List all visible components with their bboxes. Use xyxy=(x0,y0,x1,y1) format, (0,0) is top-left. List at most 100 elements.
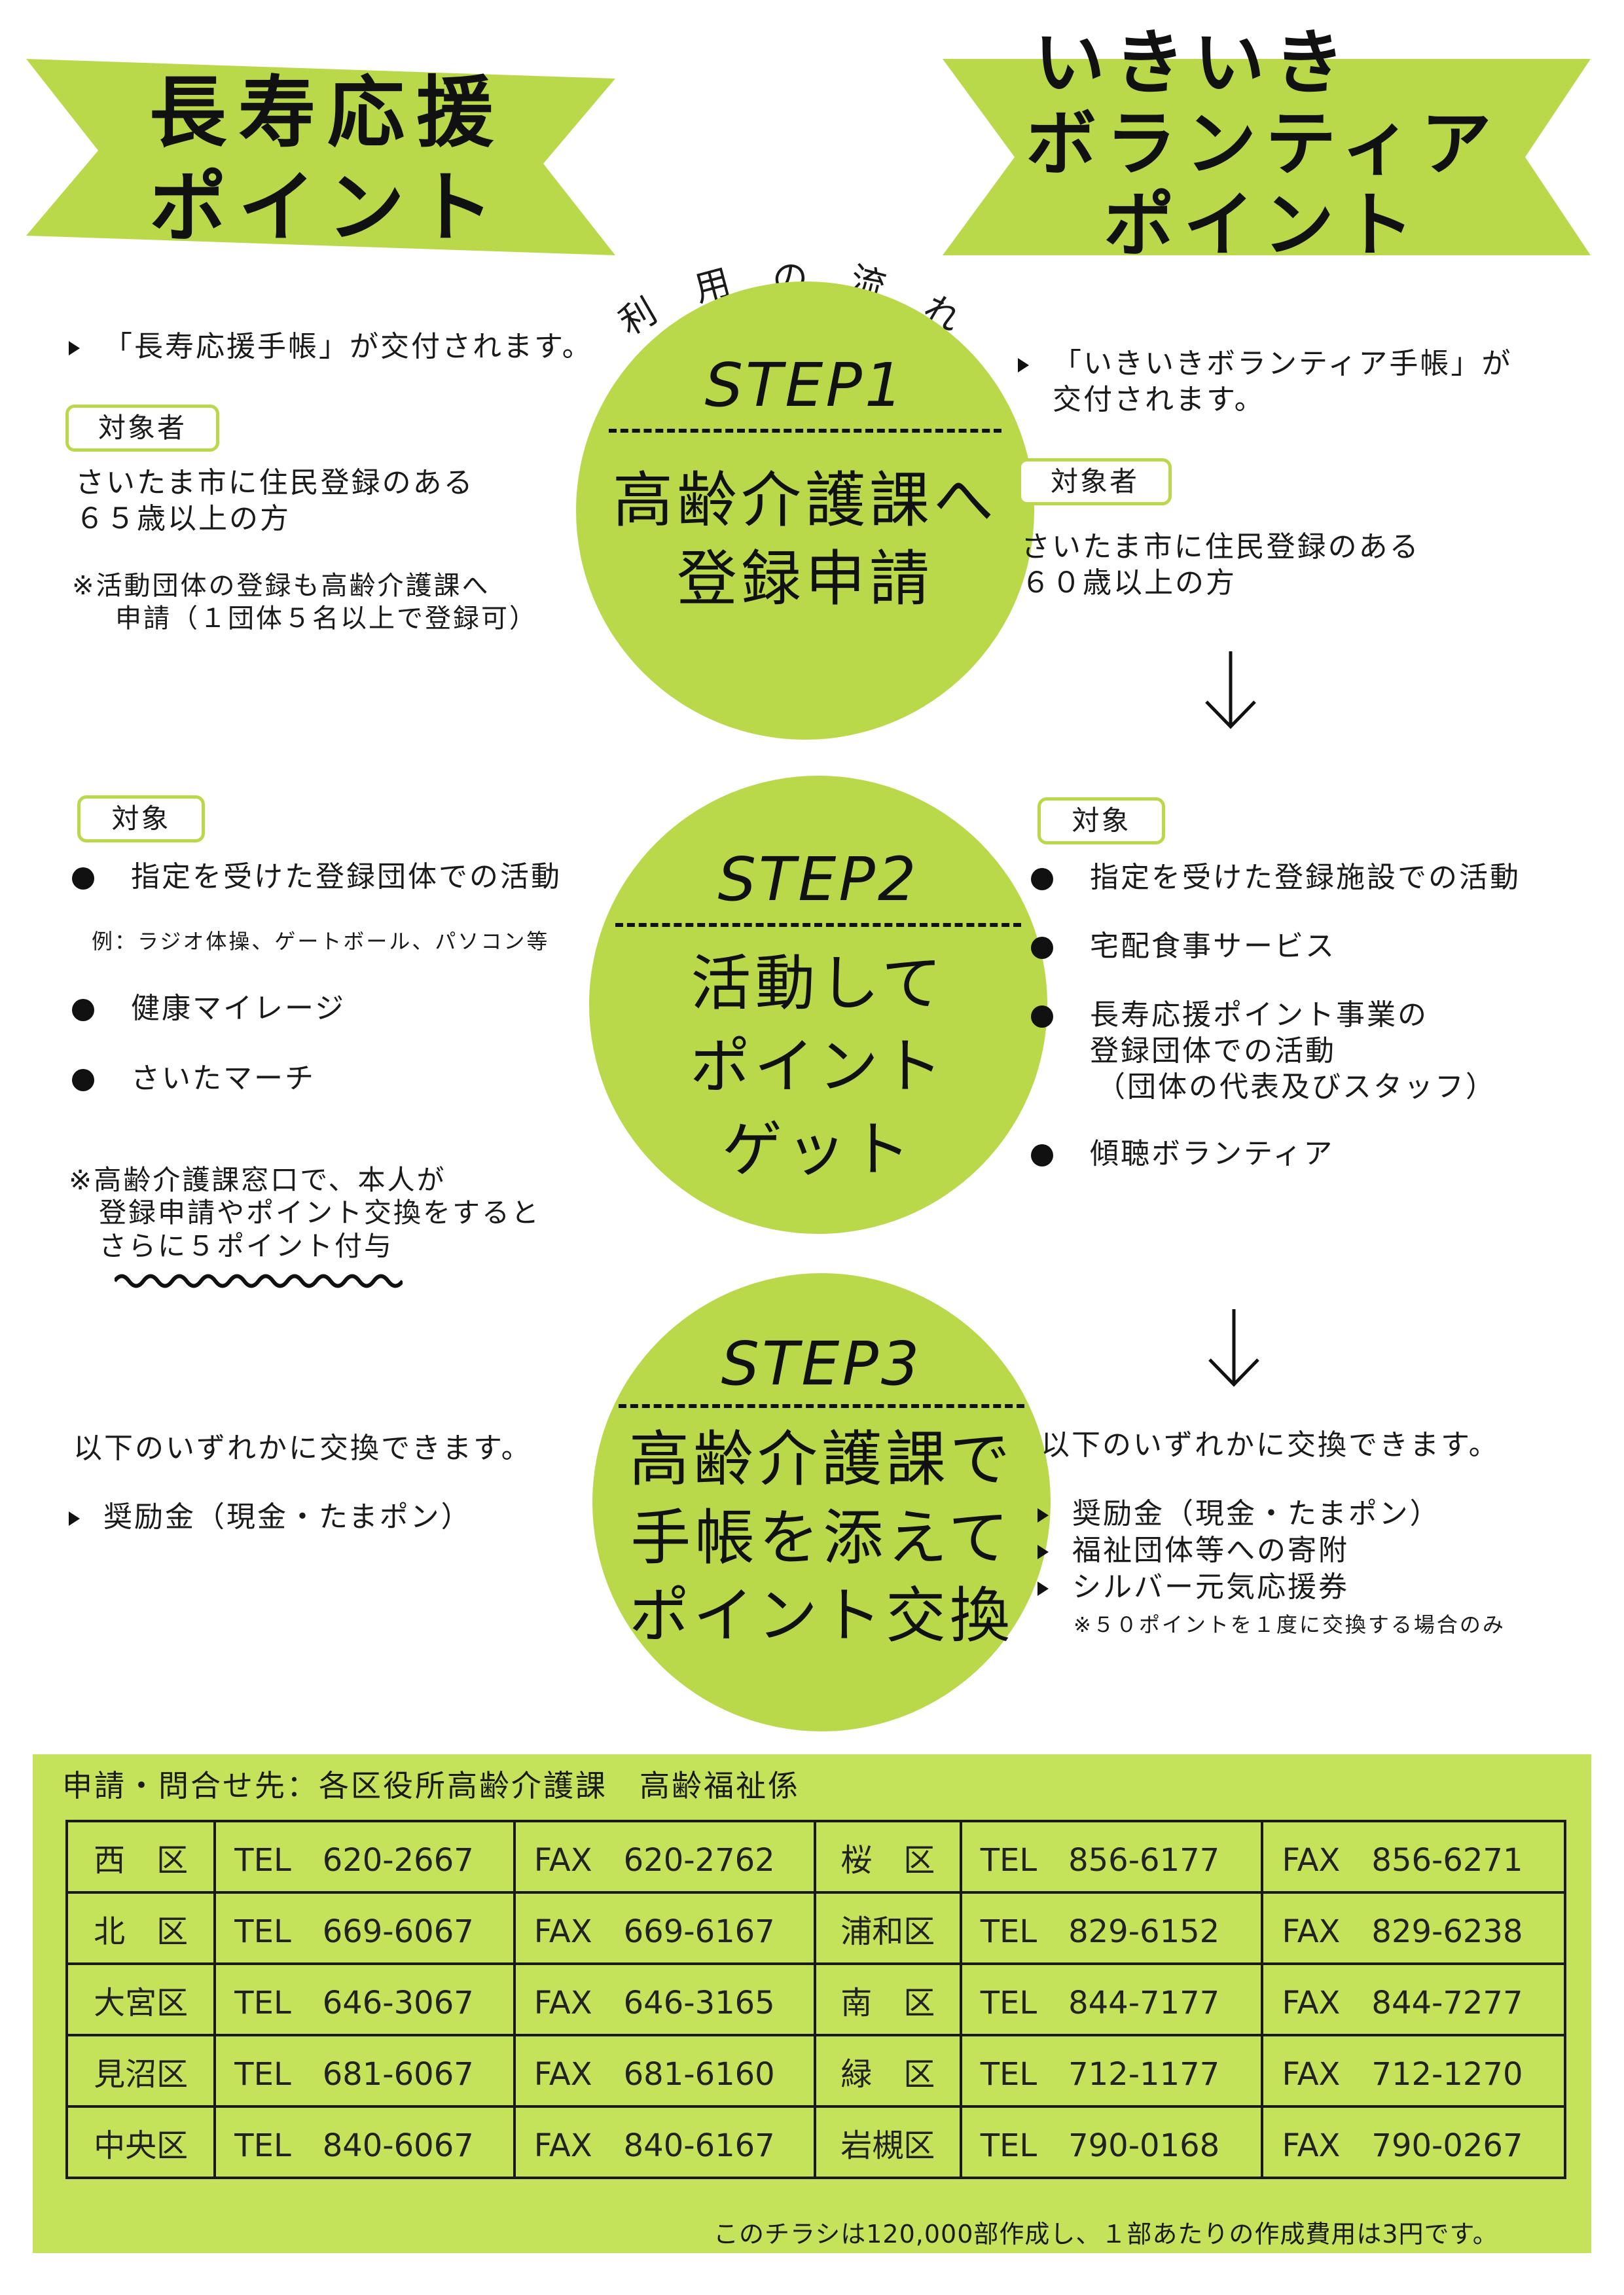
step3-right-item1-text: 奨励金（現金・たまポン） xyxy=(1072,1497,1441,1530)
triangle-bullet-icon xyxy=(69,1511,80,1526)
tel-number: TEL 844-7177 xyxy=(959,1962,1264,2036)
step3-line1: 高齢介護課で xyxy=(628,1424,1014,1494)
ward-name: 北 区 xyxy=(65,1891,217,1965)
triangle-bullet-icon xyxy=(1038,1544,1049,1559)
step2-right-item1-text: 指定を受けた登録施設での活動 xyxy=(1090,861,1521,894)
triangle-bullet-icon xyxy=(1018,358,1029,372)
step3-right-item2: 福祉団体等への寄附 xyxy=(1038,1532,1441,1569)
ward-name: 見沼区 xyxy=(65,2034,217,2108)
ward-name: 浦和区 xyxy=(813,1891,962,1965)
step3-label: STEP3 xyxy=(721,1329,922,1399)
banner-right-line2: ボランティア xyxy=(1026,103,1501,185)
tel-number: TEL 669-6067 xyxy=(213,1891,516,1965)
banner-left-line1: 長寿応援 xyxy=(149,67,505,158)
step1-right-notebook: 「いきいきボランティア手帳」が 交付されます。 xyxy=(1018,346,1512,418)
step2-line1: 活動して xyxy=(691,949,946,1019)
tel-number: TEL 790-0168 xyxy=(959,2105,1264,2179)
step2-text: 活動して ポイント ゲット xyxy=(589,943,1047,1192)
step3-right-note: ※５０ポイントを１度に交換する場合のみ xyxy=(1074,1612,1506,1637)
step2-right-item1: 指定を受けた登録施設での活動 xyxy=(1031,859,1521,895)
step2-line2: ポイント xyxy=(689,1031,947,1102)
fax-number: FAX 840-6167 xyxy=(513,2105,816,2179)
step2-right-item3-1: 長寿応援ポイント事業の xyxy=(1090,998,1428,1032)
fax-number: FAX 712-1270 xyxy=(1261,2034,1566,2108)
fax-number: FAX 620-2762 xyxy=(513,1820,816,1894)
wavy-underline xyxy=(115,1274,403,1288)
step3-right-item1: 奨励金（現金・たまポン） xyxy=(1038,1496,1441,1532)
tel-number: TEL 856-6177 xyxy=(959,1820,1264,1894)
banner-left-title: 長寿応援 ポイント xyxy=(98,65,556,255)
triangle-bullet-icon xyxy=(69,341,80,355)
step2-left-tag: 対象 xyxy=(77,795,205,842)
step2-left-note-2: 登録申請やポイント交換をすると xyxy=(99,1197,541,1229)
step3-divider xyxy=(619,1404,1024,1408)
step3-circle: STEP3 高齢介護課で 手帳を添えて ポイント交換 xyxy=(592,1273,1051,1731)
fax-number: FAX 646-3165 xyxy=(513,1962,816,2036)
step1-circle: STEP1 高齢介護課へ 登録申請 xyxy=(576,281,1034,740)
step2-left-note-1: ※高齢介護課窓口で、本人が xyxy=(69,1164,446,1196)
step2-right-item3-3: （団体の代表及びスタッフ） xyxy=(1096,1070,1496,1104)
triangle-bullet-icon xyxy=(1038,1508,1049,1523)
bullet-dot-icon xyxy=(72,867,94,890)
step1-left-notebook-text: 「長寿応援手帳」が交付されます。 xyxy=(103,330,593,363)
step1-left-note-2: 申請（１団体５名以上で登録可） xyxy=(115,604,537,634)
step1-left-tag: 対象者 xyxy=(65,405,219,452)
step3-right-list: 奨励金（現金・たまポン） 福祉団体等への寄附 シルバー元気応援券 xyxy=(1038,1496,1441,1606)
ward-name: 大宮区 xyxy=(65,1962,217,2036)
step1-left-eligible-2: ６５歳以上の方 xyxy=(75,502,291,535)
step1-right-eligible-2: ６０歳以上の方 xyxy=(1021,566,1236,600)
step2-divider xyxy=(615,923,1021,927)
step1-right-notebook-2: 交付されます。 xyxy=(1053,383,1265,416)
banner-right-line3: ポイント xyxy=(1103,185,1423,266)
step2-circle: STEP2 活動して ポイント ゲット xyxy=(589,776,1047,1234)
tel-number: TEL 829-6152 xyxy=(959,1891,1264,1965)
arrow-down-icon xyxy=(1205,651,1256,729)
tel-number: TEL 840-6067 xyxy=(213,2105,516,2179)
bullet-dot-icon xyxy=(1031,1144,1053,1166)
step3-left-item1-text: 奨励金（現金・たまポン） xyxy=(103,1500,472,1534)
step1-left-eligible-1: さいたま市に住民登録のある xyxy=(75,466,475,499)
step1-right-eligible-1: さいたま市に住民登録のある xyxy=(1021,530,1420,564)
banner-right-title: いきいき ボランティア ポイント xyxy=(995,23,1532,266)
tel-number: TEL 646-3067 xyxy=(213,1962,516,2036)
step1-divider xyxy=(609,429,1001,433)
step3-right-item2-text: 福祉団体等への寄附 xyxy=(1072,1533,1349,1567)
step2-left-item2: 健康マイレージ xyxy=(72,990,346,1026)
fax-number: FAX 681-6160 xyxy=(513,2034,816,2108)
ward-name: 中央区 xyxy=(65,2105,217,2179)
step2-right-item2-text: 宅配食事サービス xyxy=(1090,930,1336,963)
step1-right-eligible: さいたま市に住民登録のある ６０歳以上の方 xyxy=(1021,529,1420,601)
step3-line2: 手帳を添えて xyxy=(630,1502,1013,1573)
bullet-dot-icon xyxy=(1031,1005,1053,1028)
step1-text: 高齢介護課へ 登録申請 xyxy=(576,461,1034,618)
banner-left-line2: ポイント xyxy=(149,162,505,253)
step1-left-notebook: 「長寿応援手帳」が交付されます。 xyxy=(69,329,593,365)
ward-name: 南 区 xyxy=(813,1962,962,2036)
step2-left-item1: 指定を受けた登録団体での活動 xyxy=(72,859,562,895)
step2-left-item2-text: 健康マイレージ xyxy=(131,992,346,1025)
bullet-dot-icon xyxy=(72,999,94,1021)
bullet-dot-icon xyxy=(1031,937,1053,959)
tel-number: TEL 712-1177 xyxy=(959,2034,1264,2108)
tel-number: TEL 620-2667 xyxy=(213,1820,516,1894)
step3-right-item3-text: シルバー元気応援券 xyxy=(1072,1570,1349,1604)
step1-label: STEP1 xyxy=(704,350,906,420)
step2-right-tag: 対象 xyxy=(1038,797,1165,844)
step2-left-note: ※高齢介護課窓口で、本人が 登録申請やポイント交換をすると さらに５ポイント付与 xyxy=(69,1164,541,1263)
step2-line3: ゲット xyxy=(721,1114,914,1185)
step3-line3: ポイント交換 xyxy=(628,1581,1014,1652)
step2-left-item1-text: 指定を受けた登録団体での活動 xyxy=(131,860,562,894)
step1-left-eligible: さいたま市に住民登録のある ６５歳以上の方 xyxy=(75,465,475,537)
ward-name: 西 区 xyxy=(65,1820,217,1894)
step2-right-item4-text: 傾聴ボランティア xyxy=(1090,1137,1335,1170)
step2-right-item4: 傾聴ボランティア xyxy=(1031,1136,1334,1172)
footnote: このチラシは120,000部作成し、１部あたりの作成費用は3円です。 xyxy=(713,2220,1498,2249)
tel-number: TEL 681-6067 xyxy=(213,2034,516,2108)
fax-number: FAX 829-6238 xyxy=(1261,1891,1566,1965)
step3-left-item1: 奨励金（現金・たまポン） xyxy=(69,1499,472,1535)
